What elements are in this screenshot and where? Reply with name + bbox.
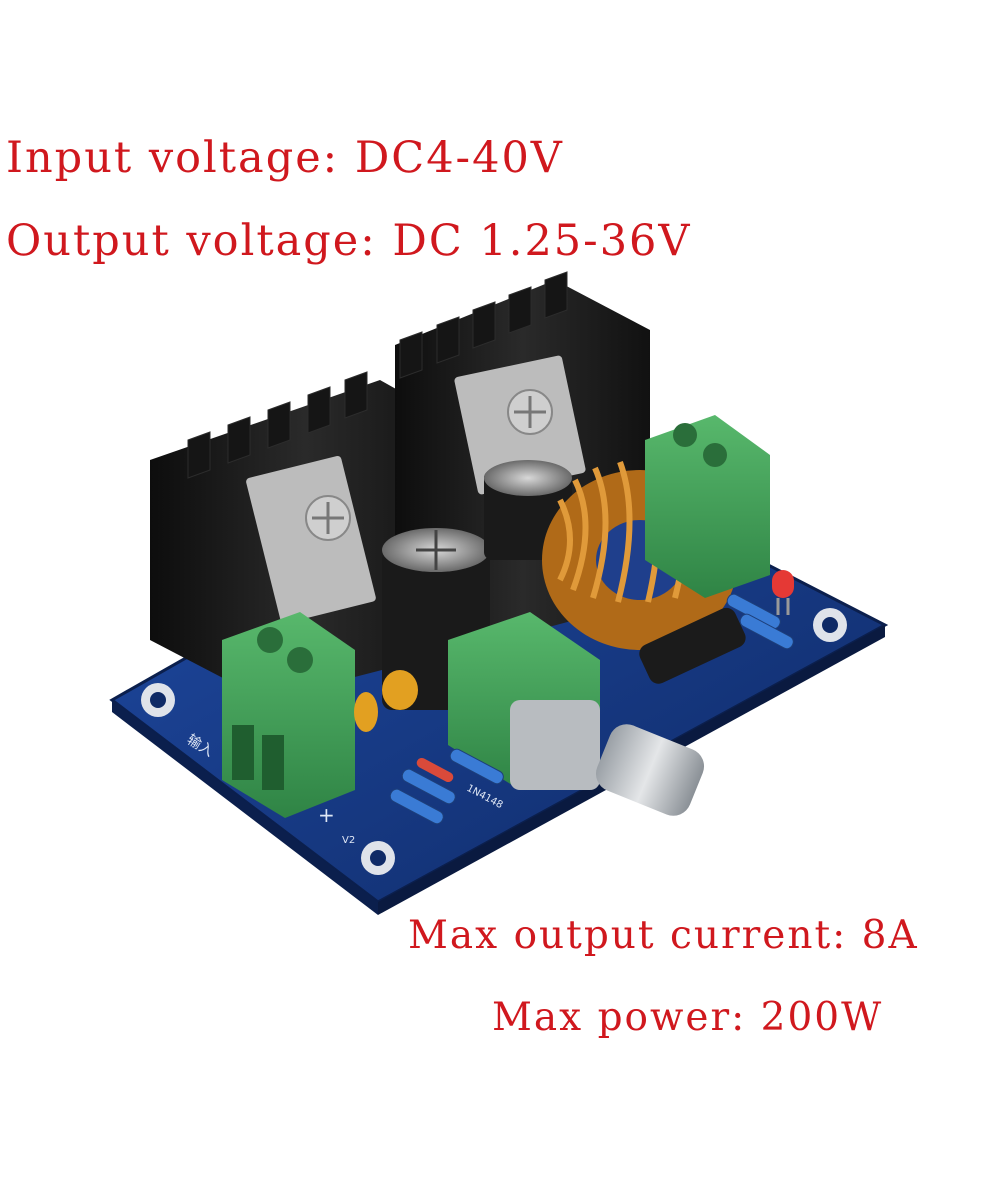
pcb-edge [112, 700, 378, 915]
terminal-output [645, 415, 770, 598]
red-led [772, 570, 794, 615]
input-voltage-text: Input voltage: DC4-40V [6, 133, 564, 183]
resistors [389, 593, 794, 825]
schottky-diode [639, 607, 746, 684]
max-power-text: Max power: 200W [492, 995, 884, 1040]
potentiometer [448, 612, 705, 816]
ceramic-capacitors [354, 670, 418, 732]
mounting-holes [141, 608, 847, 875]
silkscreen-plus: + [318, 803, 335, 827]
signal-diode [416, 757, 454, 783]
max-current-text: Max output current: 8A [408, 913, 919, 958]
terminal-input [222, 612, 355, 818]
silkscreen-v2: V2 [342, 835, 355, 846]
output-voltage-text: Output voltage: DC 1.25-36V [6, 216, 692, 266]
